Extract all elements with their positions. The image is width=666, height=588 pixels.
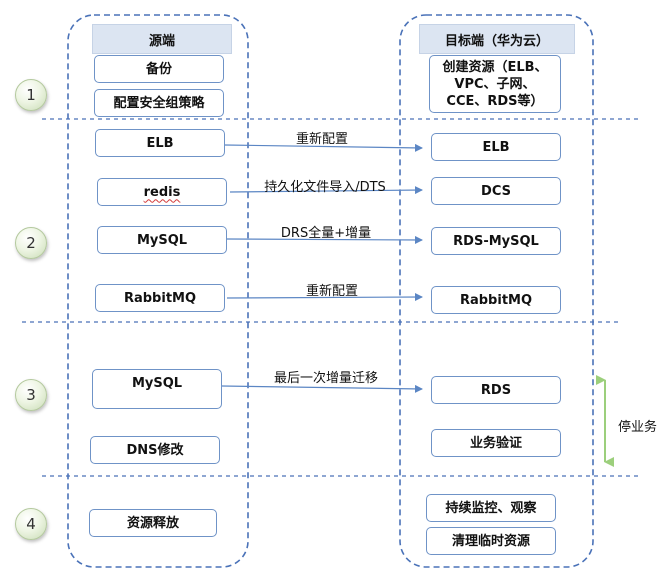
step-2-circle: 2 — [15, 227, 47, 259]
create-resources-line-3: CCE、RDS等） — [446, 93, 544, 109]
backup-box: 备份 — [94, 55, 224, 83]
cleanup-box: 清理临时资源 — [426, 527, 556, 555]
source-mysql-box: MySQL — [97, 226, 227, 254]
monitor-box: 持续监控、观察 — [426, 494, 556, 522]
target-dcs-box: DCS — [431, 177, 561, 205]
release-resources-box: 资源释放 — [89, 509, 217, 537]
stop-business-label: 停业务 — [618, 420, 658, 435]
arrow-rabbitmq — [226, 293, 423, 302]
source-header: 源端 — [92, 24, 232, 54]
step-3-circle: 3 — [15, 379, 47, 411]
target-header: 目标端（华为云） — [419, 24, 575, 54]
target-rds-mysql-box: RDS-MySQL — [431, 227, 561, 255]
security-group-box: 配置安全组策略 — [94, 89, 224, 117]
create-resources-line-2: VPC、子网、 — [454, 76, 536, 92]
step-1-circle: 1 — [15, 79, 47, 111]
create-resources-line-1: 创建资源（ELB、 — [442, 59, 548, 75]
dns-change-box: DNS修改 — [90, 436, 220, 464]
target-rds-box: RDS — [431, 376, 561, 404]
arrow-mysql — [226, 235, 423, 244]
source-column-frame — [67, 14, 249, 568]
business-verify-box: 业务验证 — [431, 429, 561, 457]
arrow-final-migration — [221, 384, 423, 393]
label-elb-reconfigure: 重新配置 — [295, 132, 349, 147]
source-redis-label: redis — [143, 184, 181, 200]
arrow-elb — [224, 143, 423, 152]
source-rabbitmq-box: RabbitMQ — [95, 284, 225, 312]
create-resources-box: 创建资源（ELB、 VPC、子网、 CCE、RDS等） — [429, 55, 561, 113]
target-column-frame — [399, 14, 594, 568]
target-elb-box: ELB — [431, 133, 561, 161]
arrow-redis — [229, 186, 423, 195]
label-drs: DRS全量+增量 — [280, 226, 372, 241]
label-redis-import: 持久化文件导入/DTS — [264, 180, 386, 195]
label-rabbitmq-reconfigure: 重新配置 — [305, 284, 359, 299]
step-4-circle: 4 — [15, 508, 47, 540]
label-final-migration: 最后一次增量迁移 — [273, 371, 379, 386]
source-mysql-final-box: MySQL — [92, 369, 222, 409]
source-elb-box: ELB — [95, 129, 225, 157]
source-redis-box: redis — [97, 178, 227, 206]
target-rabbitmq-box: RabbitMQ — [431, 286, 561, 314]
